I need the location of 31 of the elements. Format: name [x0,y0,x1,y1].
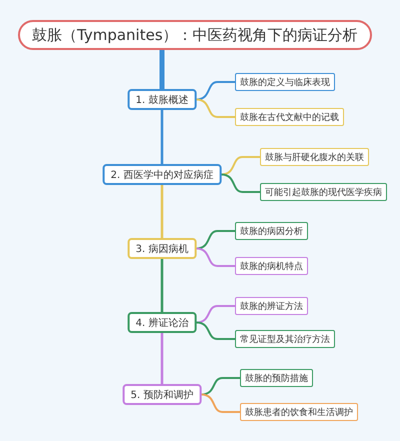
title-topic: 鼓胀（Tympanites）：中医药视角下的病证分析 [18,20,372,50]
subtopic: 鼓胀患者的饮食和生活调护 [240,403,358,421]
connector-line [196,305,235,324]
subtopic: 鼓胀的定义与临床表现 [235,73,335,91]
connector-line [221,156,260,176]
subtopic: 鼓胀的预防措施 [240,369,313,387]
main-topic: 2. 西医学中的对应病症 [102,164,222,185]
connector-line [160,110,164,164]
connector-line [196,248,235,267]
subtopic: 鼓胀的病机特点 [235,257,308,275]
connector-line [160,259,164,312]
connector-line [196,230,235,250]
connector-line [201,377,240,396]
connector-line [196,81,235,100]
connector-line [196,98,235,118]
subtopic: 鼓胀在古代文献中的记载 [235,108,344,126]
subtopic: 鼓胀的病因分析 [235,222,308,240]
connector-line [160,185,164,238]
subtopic: 常见证型及其治疗方法 [235,330,335,348]
connector-line [201,394,240,413]
subtopic: 可能引起鼓胀的现代医学疾病 [260,183,387,201]
main-topic: 1. 鼓胀概述 [128,89,196,110]
main-topic: 3. 病因病机 [128,238,196,259]
connector-line [196,322,235,340]
connector-line [160,333,164,384]
connector-line [160,50,164,89]
subtopic: 鼓胀与肝硬化腹水的关联 [260,148,369,166]
main-topic: 5. 预防和调护 [122,384,202,405]
connector-line [221,174,260,193]
subtopic: 鼓胀的辨证方法 [235,297,308,315]
main-topic: 4. 辨证论治 [128,312,196,333]
